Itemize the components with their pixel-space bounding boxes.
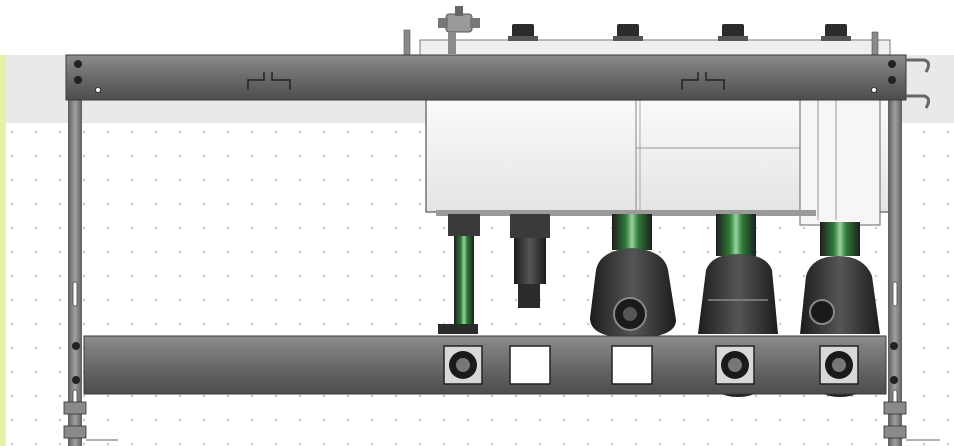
bolt-icon [72,342,80,350]
frame [68,100,902,446]
left-stud [403,29,411,57]
cap-icon [821,24,851,41]
cap-icon [718,24,748,41]
bolt-icon [888,76,896,84]
cap-icon [613,24,643,41]
bolt-icon [890,342,898,350]
round-opening [715,345,755,385]
bolt-icon [72,376,80,384]
bolt-icon [74,76,82,84]
right-post [888,100,902,446]
hook-icon [906,58,931,109]
square-opening [611,345,653,385]
square-opening [509,345,551,385]
left-accent-edge [0,55,6,446]
bolt-icon [74,60,82,68]
left-post [68,100,82,446]
valve-icon [438,6,480,54]
round-opening [819,345,859,385]
right-stud [871,31,879,57]
tank-caps [508,24,851,41]
bottom-rail [72,335,898,395]
bolt-icon [890,376,898,384]
cap-icon [508,24,538,41]
feet [63,401,940,441]
pump-unit-1 [590,214,676,338]
top-rail [65,54,907,101]
dosing-column-2 [510,214,550,308]
dosing-column-1 [438,214,480,334]
round-opening [443,345,483,385]
bolt-icon [888,60,896,68]
